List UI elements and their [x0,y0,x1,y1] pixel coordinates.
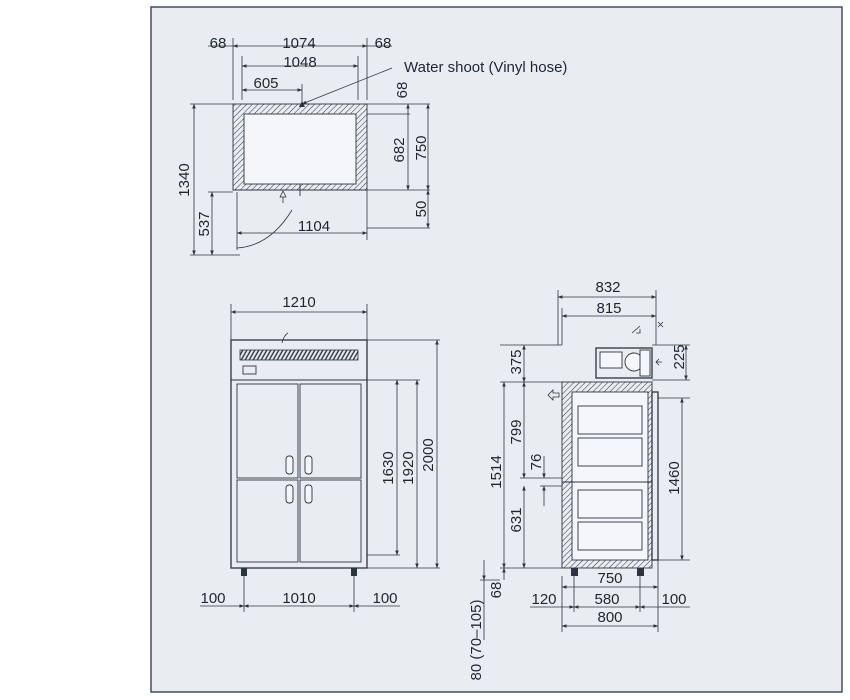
dim-side-adjust-height: 80 (70–105) [468,600,485,681]
dim-top-overall-width: 1074 [282,35,315,52]
side-view: 832 815 225 375 799 1514 76 631 1460 68 … [468,279,690,680]
dim-front-top-height: 1920 [400,451,417,484]
dim-top-left-margin: 68 [210,35,227,52]
dim-side-leg-height: 68 [488,582,505,599]
dim-side-unit-height: 225 [671,344,688,369]
dim-front-left-clearance: 100 [200,590,225,607]
dim-side-foot-depth: 580 [594,591,619,608]
dim-top-door-swing: 537 [196,211,213,236]
dim-side-top-clearance: 375 [508,349,525,374]
dim-top-inner-depth: 682 [391,137,408,162]
dim-side-unit-width: 815 [596,300,621,317]
dim-front-foot-span: 1010 [282,590,315,607]
dim-front-total-height: 2000 [420,438,437,471]
dim-side-total-depth: 800 [597,609,622,626]
front-view: 1210 1630 1920 2000 100 1010 100 [200,294,440,612]
dim-side-upper-section: 799 [508,419,525,444]
dim-top-drain-offset: 605 [253,75,278,92]
water-shoot-label: Water shoot (Vinyl hose) [404,59,567,76]
dim-side-front-clearance: 100 [661,591,686,608]
dim-top-right-margin: 68 [375,35,392,52]
dim-side-total-section: 1514 [488,455,505,488]
dim-side-top-width: 832 [595,279,620,296]
dim-side-door-height: 1460 [666,461,683,494]
dim-top-bottom-gap: 50 [413,201,430,218]
dim-top-total-depth: 1340 [176,163,193,196]
dim-front-right-clearance: 100 [372,590,397,607]
dim-top-door-width: 1104 [298,218,330,235]
top-view: 68 1074 68 1048 605 Water shoot (Vinyl h… [176,35,567,256]
dim-top-gap: 68 [394,82,411,99]
dim-side-lower-section: 631 [508,507,525,532]
dim-top-depth: 750 [413,135,430,160]
dim-side-depth: 750 [597,570,622,587]
dim-front-width: 1210 [282,294,315,311]
dim-front-cabinet-height: 1630 [380,451,397,484]
dim-side-back-clearance: 120 [531,591,556,608]
dim-top-inner-width: 1048 [283,54,316,71]
dim-side-divider: 76 [528,454,545,471]
